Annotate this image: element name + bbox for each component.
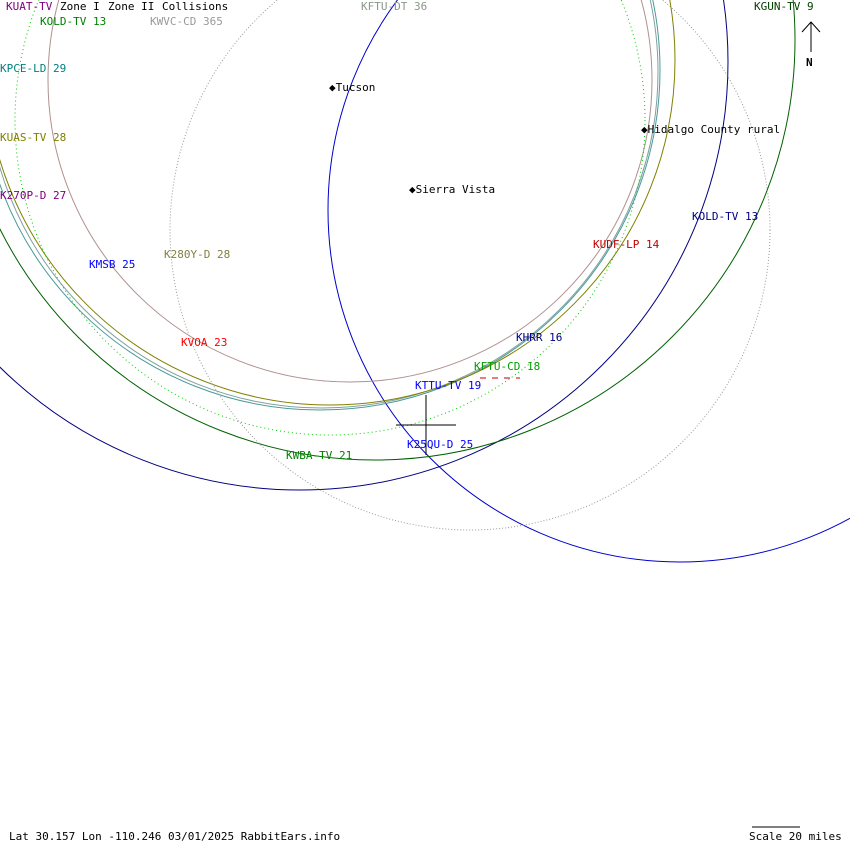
station-label[interactable]: KVOA 23 bbox=[181, 336, 228, 349]
contour-kuat bbox=[0, 0, 659, 409]
station-label[interactable]: KOLD-TV 13 bbox=[692, 210, 759, 223]
station-label[interactable]: K280Y-D 28 bbox=[164, 248, 231, 261]
station-label[interactable]: KHRR 16 bbox=[516, 331, 563, 344]
station-label[interactable]: KUDF-LP 14 bbox=[593, 238, 660, 251]
north-label: N bbox=[806, 56, 813, 69]
city-label: Sierra Vista bbox=[415, 183, 496, 196]
contour-kftu-cd bbox=[14, 0, 646, 436]
contour-kuas bbox=[0, 0, 676, 406]
station-label[interactable]: KFTU-DT 36 bbox=[361, 0, 428, 13]
city-sierra-vista: ◆Sierra Vista bbox=[409, 183, 496, 196]
city-label: Tucson bbox=[335, 81, 376, 94]
station-label[interactable]: KFTU-CD 18 bbox=[474, 360, 541, 373]
contour-kftu-dt bbox=[327, 0, 850, 563]
contour-kpce bbox=[0, 0, 661, 411]
station-label[interactable]: K270P-D 27 bbox=[0, 189, 67, 202]
city-label: Hidalgo County rural bbox=[647, 123, 781, 136]
city-tucson: ◆Tucson bbox=[329, 81, 376, 94]
contour-kold-tv bbox=[0, 0, 729, 491]
station-label[interactable]: KWVC-CD 365 bbox=[150, 15, 223, 28]
station-label[interactable]: KWBA-TV 21 bbox=[286, 449, 353, 462]
station-label[interactable]: KPCE-LD 29 bbox=[0, 62, 67, 75]
station-label[interactable]: K25QU-D 25 bbox=[407, 438, 474, 451]
zone1-label: Zone I bbox=[60, 0, 100, 13]
station-label[interactable]: KMSB 25 bbox=[89, 258, 136, 271]
city-hidalgo: ◆Hidalgo County rural bbox=[641, 123, 781, 136]
station-label[interactable]: KUAS-TV 28 bbox=[0, 131, 67, 144]
collisions-label: Collisions bbox=[162, 0, 229, 13]
scale-label: Scale 20 miles bbox=[749, 830, 842, 843]
contour-kmsb bbox=[47, 0, 653, 383]
station-label[interactable]: KUAT-TV bbox=[6, 0, 53, 13]
contour-kwvc bbox=[169, 0, 771, 531]
station-label[interactable]: KTTU-TV 19 bbox=[415, 379, 482, 392]
station-label[interactable]: KOLD-TV 13 bbox=[40, 15, 107, 28]
contour-kgun-tv bbox=[0, 0, 796, 461]
status-text: Lat 30.157 Lon -110.246 03/01/2025 Rabbi… bbox=[9, 830, 341, 843]
north-arrow-head bbox=[801, 21, 821, 33]
station-label[interactable]: KGUN-TV 9 bbox=[754, 0, 814, 13]
zone2-label: Zone II bbox=[108, 0, 155, 13]
